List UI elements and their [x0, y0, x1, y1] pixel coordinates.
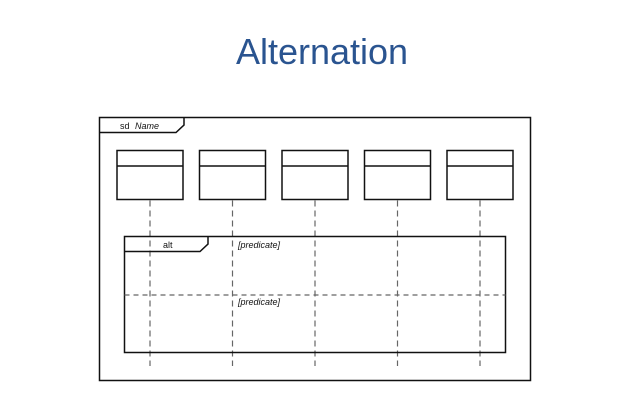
- lifeline-1: [116, 149, 184, 366]
- lifeline-2: [198, 149, 267, 366]
- sd-name: Name: [135, 121, 159, 131]
- sd-frame-tab: [99, 117, 185, 134]
- lifeline-head-box: [281, 149, 349, 201]
- lifelines: [116, 149, 514, 366]
- sd-frame-label: sd Name: [120, 121, 159, 131]
- lifeline-head-box: [116, 149, 184, 201]
- guard-label-1: [predicate]: [237, 240, 281, 250]
- sd-frame: [98, 116, 532, 382]
- lifeline-4: [363, 149, 432, 366]
- lifeline-head-box: [446, 149, 514, 201]
- lifeline-3: [281, 149, 349, 366]
- slide-title: Alternation: [235, 31, 409, 72]
- alt-operator-label: alt: [163, 240, 173, 250]
- alt-fragment-tab: [124, 236, 209, 253]
- lifeline-head-box: [363, 149, 432, 201]
- sd-keyword: sd: [120, 121, 130, 131]
- guard-label-2: [predicate]: [237, 297, 281, 307]
- lifeline-head-box: [198, 149, 267, 201]
- lifeline-5: [446, 149, 514, 366]
